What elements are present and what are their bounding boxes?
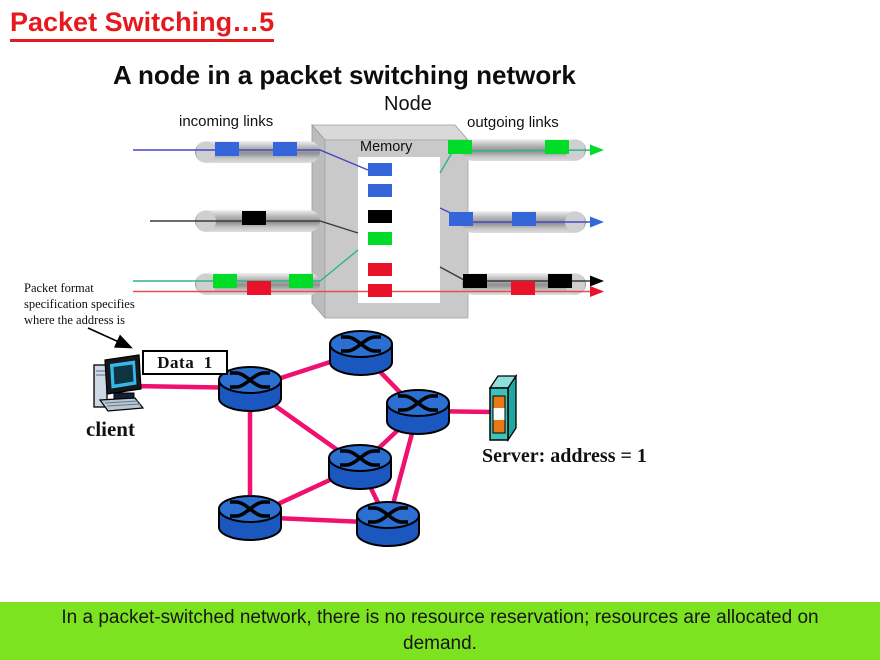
memory-chip-red [368, 284, 392, 297]
keyboard-row [106, 403, 141, 407]
data-packet-box: Data 1 [142, 350, 228, 375]
packet-green [545, 140, 569, 154]
wire-blue-in [133, 149, 369, 171]
packet-blue [512, 212, 536, 226]
router-icon [218, 366, 282, 412]
router-switch-glyph [340, 449, 380, 467]
memory-chip-red [368, 263, 392, 276]
packet-green [213, 274, 237, 288]
wire-green-in [133, 249, 359, 282]
memory-label: Memory [360, 139, 413, 155]
annotation-arrow [87, 327, 133, 349]
packet-black [463, 274, 487, 288]
router-switch-glyph [230, 500, 270, 518]
client-label: client [86, 417, 135, 441]
outgoing-arrow-green [590, 144, 604, 156]
slide-title: Packet Switching…5 [10, 7, 275, 43]
router-switch-glyph [398, 394, 438, 412]
slide-subtitle: A node in a packet switching network [113, 60, 576, 90]
server-drive-band [493, 408, 505, 420]
pipe-end-cap [196, 273, 216, 295]
memory-buffer-chips [368, 163, 392, 297]
memory-chip-blue [368, 163, 392, 176]
outgoing-arrow-black [590, 275, 604, 287]
client-screen [113, 364, 134, 385]
packet-green [448, 140, 472, 154]
node-box-top-face [311, 124, 469, 141]
network-links [132, 349, 496, 526]
packet-blue [273, 142, 297, 156]
bottom-banner: In a packet-switched network, there is n… [0, 602, 880, 660]
router-icon [386, 389, 450, 435]
link-packets [213, 140, 572, 295]
packet-red [247, 281, 271, 295]
incoming-links-label: incoming links [179, 113, 274, 130]
router-icon [328, 444, 392, 490]
node-label: Node [384, 93, 432, 115]
router-icon [329, 330, 393, 376]
router-switch-glyph [368, 506, 408, 524]
network-routers [218, 330, 450, 547]
memory-chip-green [368, 232, 392, 245]
packet-red [511, 281, 535, 295]
keyboard-row [104, 400, 139, 404]
wire-black-in [150, 220, 359, 234]
router-switch-glyph [341, 335, 381, 353]
packet-green [289, 274, 313, 288]
router-switch-glyph [230, 371, 270, 389]
packet-blue [449, 212, 473, 226]
memory-chip-black [368, 210, 392, 223]
memory-box [358, 157, 440, 303]
outgoing-links-label: outgoing links [467, 114, 559, 131]
packet-black [242, 211, 266, 225]
server-icon [488, 373, 518, 443]
client-computer-icon [93, 354, 145, 412]
outgoing-arrows [590, 144, 604, 297]
packet-black [548, 274, 572, 288]
pipe-end-cap [196, 141, 216, 163]
router-icon [356, 501, 420, 547]
memory-chip-blue [368, 184, 392, 197]
packet-blue [215, 142, 239, 156]
router-icon [218, 495, 282, 541]
outgoing-arrow-red [590, 286, 604, 297]
outgoing-arrow-blue [590, 216, 604, 228]
server-label: Server: address = 1 [482, 445, 647, 467]
packet-format-annotation: Packet format specification specifies wh… [24, 281, 135, 327]
